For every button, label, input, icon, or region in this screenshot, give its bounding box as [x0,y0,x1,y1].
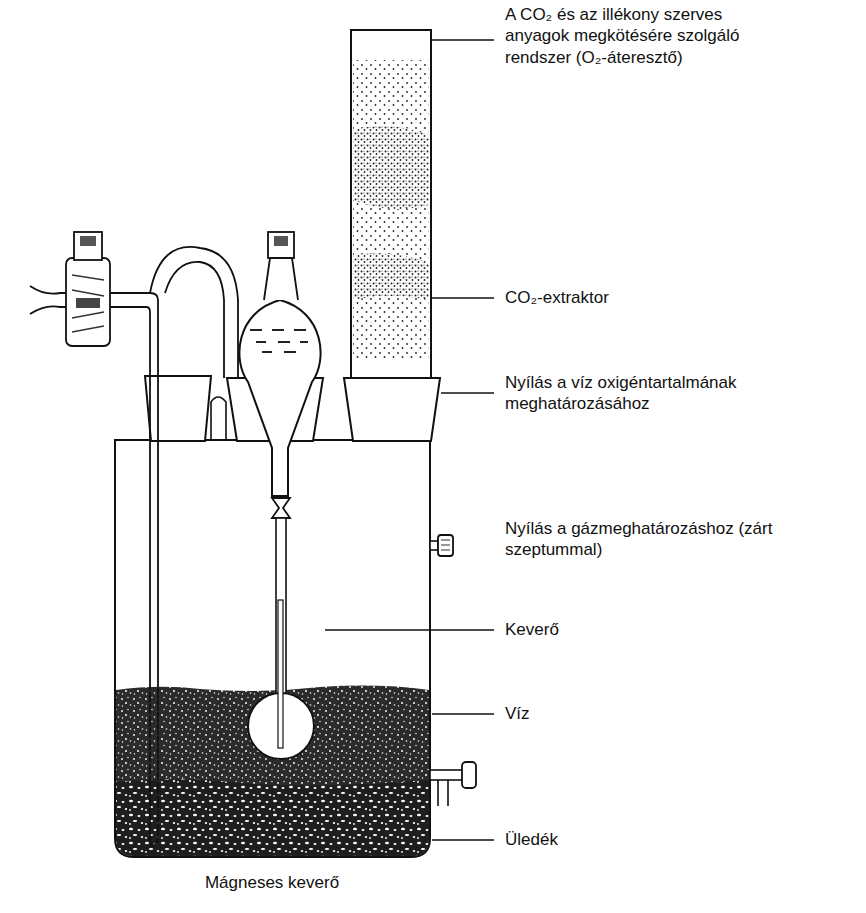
left-neck [145,376,211,441]
leader-lines [325,40,494,840]
port-label: Nyílás a gázmeghatározáshoz (zárt szeptu… [505,518,795,561]
side-arm [30,247,238,846]
leader-line [432,839,494,841]
column-packing-dense [353,254,429,300]
extractor-label: CO₂-extraktor [505,287,609,308]
leader-line [432,713,494,715]
vessel-contents [116,686,429,860]
stopcock [66,232,110,346]
leader-line [325,629,494,631]
stirrer-label: Keverő [505,619,559,640]
leader-line [432,39,494,41]
column-packing [353,60,429,360]
septum-port [430,535,453,556]
column-base [351,377,431,379]
water-label: Víz [505,703,530,724]
vessel-outline [115,440,430,857]
extractor-bulb [239,232,320,496]
absorber-column [351,30,431,378]
caption-label: Mágneses keverő [205,872,339,893]
neck-hook [211,397,226,441]
column-packing-dense [353,126,429,209]
drain-valve [430,762,476,806]
water-fill [116,686,429,860]
column-label: A CO₂ és az illékony szerves anyagok meg… [505,4,770,68]
right-neck [344,378,440,441]
leader-line [441,392,494,394]
stirrer [248,498,314,759]
sediment-label: Üledék [505,829,558,850]
sediment-fill [116,779,429,860]
port-label: Nyílás a víz oxigéntartalmának meghatáro… [505,372,835,415]
leader-line [432,297,494,299]
